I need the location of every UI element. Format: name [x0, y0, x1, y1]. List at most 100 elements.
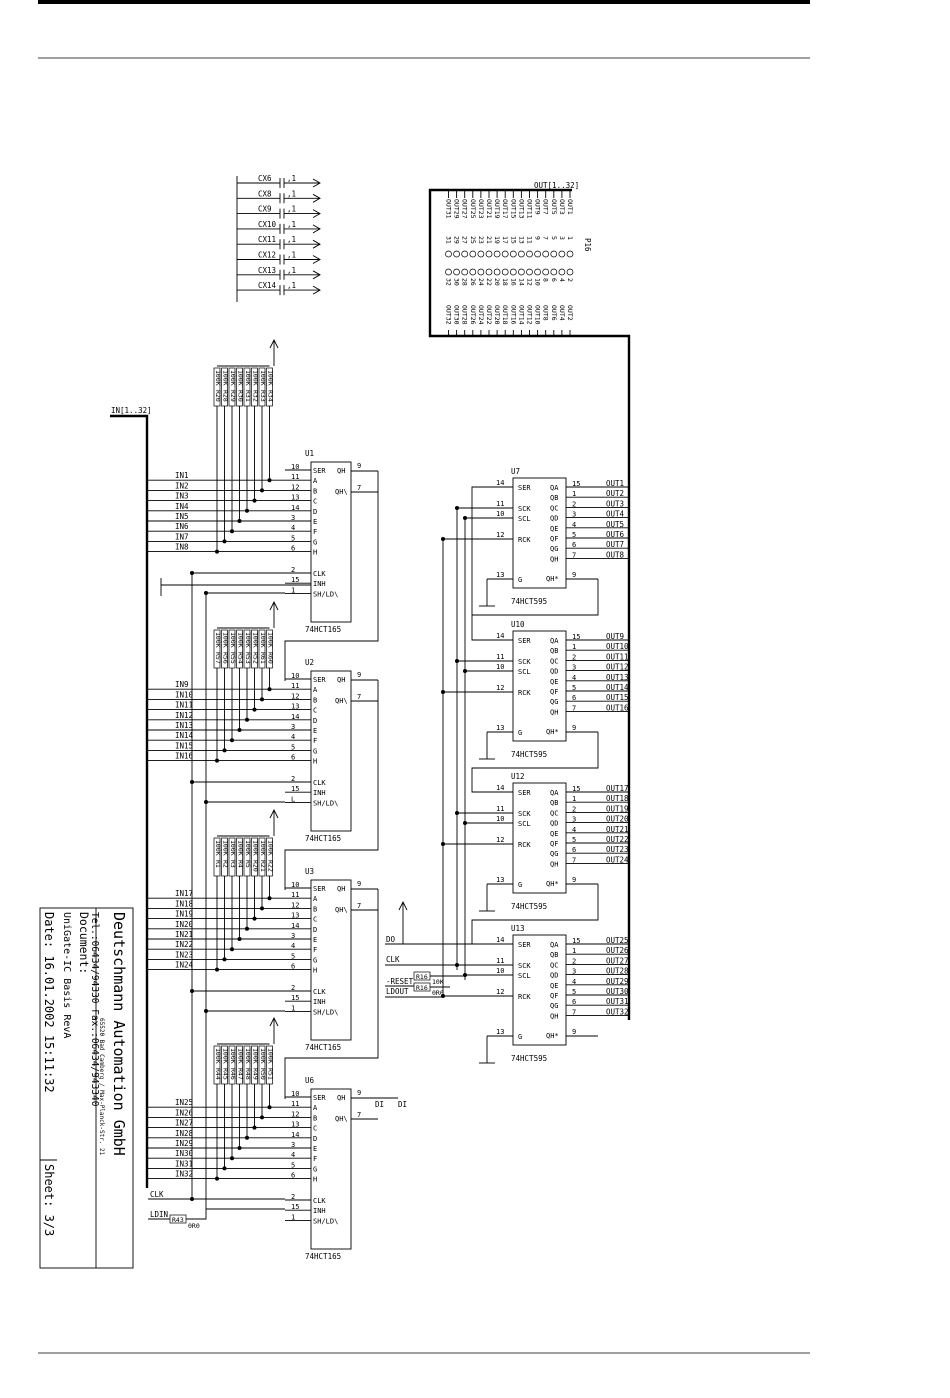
pin-number: 13 — [291, 494, 299, 502]
input-net-label: IN6 — [175, 522, 189, 531]
resistor — [243, 1045, 251, 1085]
pin-label: QH\ — [335, 1115, 348, 1123]
pin-number: 15 — [572, 480, 580, 488]
pin-number: 10 — [291, 463, 299, 471]
out-net-label: OUT12 — [606, 663, 629, 672]
ic-ref: U1 — [305, 449, 314, 458]
conn-odd-net: OUT7 — [542, 199, 550, 215]
input-net-label: IN29 — [175, 1139, 193, 1148]
conn-odd-pin: 7 — [542, 236, 550, 240]
resistor-ref: R20 — [214, 390, 222, 402]
resistor-value: 100K — [222, 632, 230, 648]
pin-number: 13 — [496, 876, 504, 884]
resistor — [258, 1045, 266, 1085]
pin-number: 7 — [572, 704, 576, 712]
out-net-label: OUT22 — [606, 835, 629, 844]
ic-ref: U13 — [511, 924, 525, 933]
resistor-value: 100K — [222, 840, 230, 856]
pin-label: QH* — [546, 880, 559, 888]
junction-dot — [215, 549, 219, 554]
title-block: Deutschmann Automation GmbH 65520 Bad Ca… — [39, 907, 134, 1269]
resistor — [228, 367, 236, 407]
input-net-label: IN14 — [175, 731, 194, 740]
junction-dot — [204, 591, 208, 595]
pin-label: SCL — [518, 820, 531, 828]
out-net-label: OUT14 — [606, 683, 629, 692]
conn-odd-net: OUT17 — [501, 199, 509, 219]
conn-odd-net: OUT9 — [534, 199, 542, 215]
pin-number: 6 — [572, 694, 576, 702]
tb-date: Date: 16.01.2002 15:11:32 — [42, 912, 56, 1093]
resistor-value: 100K — [214, 632, 222, 648]
pin-number: 14 — [496, 632, 504, 640]
pin-label: SH/LD\ — [313, 1008, 338, 1016]
resistor — [251, 1045, 258, 1085]
pin-label: SER — [313, 885, 326, 893]
ldin-label: LDIN — [150, 1210, 168, 1219]
conn-odd-net: OUT5 — [550, 199, 558, 215]
pin-number: 7 — [357, 1111, 361, 1119]
conn-pin — [566, 268, 574, 276]
out-net-label: OUT10 — [606, 642, 629, 651]
pin-number: 12 — [291, 483, 299, 491]
conn-pin — [542, 250, 550, 258]
ic-type: 74HCT165 — [305, 1252, 341, 1261]
conn-even-net: OUT14 — [517, 305, 525, 325]
ic-ref: U2 — [305, 658, 314, 667]
pin-label: QH* — [546, 575, 559, 583]
ic-box — [512, 630, 567, 742]
pin-number: 11 — [291, 891, 299, 899]
out-net-label: OUT13 — [606, 673, 629, 682]
pin-label: G — [313, 538, 317, 546]
pin-number: 2 — [291, 1193, 295, 1201]
resistor-ref: R34 — [267, 390, 275, 402]
pin-number: 12 — [291, 1110, 299, 1118]
out-net-label: OUT28 — [606, 967, 629, 976]
junction-dot — [190, 989, 194, 993]
junction-dot — [267, 1105, 272, 1110]
resistor-ref: R44 — [214, 1068, 222, 1080]
resistor-ref: R30 — [237, 390, 245, 402]
out-net-label: OUT3 — [606, 499, 624, 508]
ic-type: 74HCT165 — [305, 1043, 341, 1052]
resistor-ref: R2 — [222, 860, 230, 868]
resistor-ref: R57 — [214, 652, 222, 664]
resistor — [243, 367, 251, 407]
conn-odd-pin: 1 — [566, 236, 574, 240]
pin-number: 2 — [291, 984, 295, 992]
clk-in-label: CLK — [150, 1190, 164, 1199]
pin-number: 14 — [291, 504, 299, 512]
conn-odd-net: OUT13 — [517, 199, 525, 219]
cap-value: ,1 — [287, 205, 296, 214]
pin-label: SER — [518, 637, 531, 645]
input-net-label: IN28 — [175, 1129, 194, 1138]
pin-label: A — [313, 686, 318, 694]
input-net-label: IN25 — [175, 1098, 193, 1107]
junction-dot — [260, 1115, 264, 1120]
pin-number: 14 — [291, 713, 299, 721]
conn-pin — [501, 250, 509, 258]
pin-number: 5 — [572, 988, 576, 996]
input-shift-registers: IN[1..32]U174HCT165SER10A11B12C13D14E3F4… — [110, 338, 407, 1261]
cap-name: CX8 — [258, 189, 272, 198]
resistor-ref: R47 — [237, 1068, 245, 1080]
pin-number: 15 — [572, 633, 580, 641]
pin-label: QH — [550, 708, 558, 716]
pin-label: CLK — [313, 988, 326, 996]
chain-wire — [284, 471, 379, 681]
pin-number: 13 — [496, 1028, 504, 1036]
conn-odd-pin: 3 — [558, 236, 566, 240]
pin-number: 6 — [291, 1172, 295, 1180]
ic-type: 74HCT595 — [511, 1054, 547, 1063]
junction-dot — [215, 758, 219, 763]
pin-number: 14 — [496, 784, 504, 792]
pin-number: 7 — [572, 1008, 576, 1016]
conn-odd-pin: 25 — [469, 236, 477, 244]
pin-label: QG — [550, 698, 558, 706]
pin-number: 9 — [357, 462, 361, 470]
pin-number: 1 — [291, 1004, 295, 1012]
pin-label: QE — [550, 982, 558, 990]
resistor-ref: R29 — [229, 390, 237, 402]
pin-number: 4 — [572, 521, 576, 529]
